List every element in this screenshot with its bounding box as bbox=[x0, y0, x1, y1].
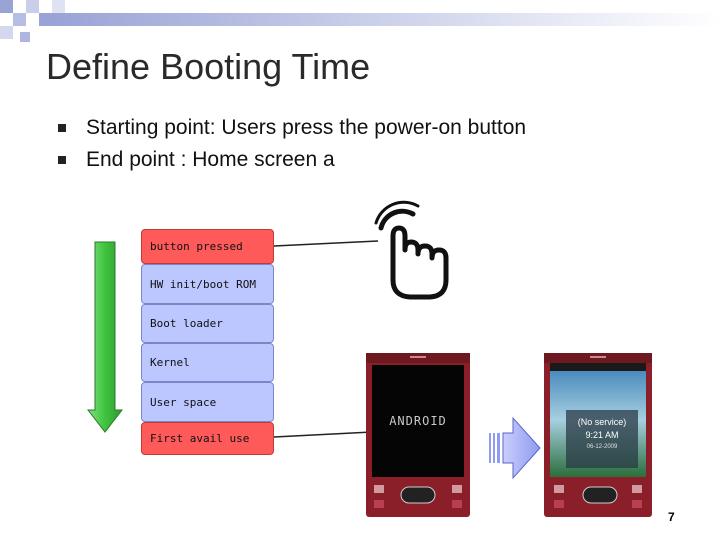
phone-booting-android bbox=[366, 353, 470, 517]
android-logo-text: ANDROID bbox=[389, 414, 447, 428]
bullet-list: Starting point: Users press the power-on… bbox=[58, 112, 526, 176]
phone-clock-text: 9:21 AM bbox=[585, 430, 618, 440]
connector-line-first-use bbox=[273, 431, 373, 438]
page-title: Define Booting Time bbox=[46, 46, 371, 87]
stage-hw-init: HW init/boot ROM bbox=[141, 264, 274, 304]
stage-boot-loader: Boot loader bbox=[141, 304, 274, 343]
stage-button-pressed: button pressed bbox=[141, 229, 274, 264]
bullet-square-icon bbox=[58, 156, 66, 164]
phone-status-text: (No service) bbox=[578, 417, 627, 427]
bullet-square-icon bbox=[58, 124, 66, 132]
hand-pointer-icon bbox=[374, 200, 449, 300]
decorative-header-squares bbox=[0, 0, 720, 42]
timeline-down-arrow bbox=[86, 241, 124, 433]
transition-right-arrow bbox=[489, 416, 541, 480]
stage-user-space: User space bbox=[141, 382, 274, 422]
bullet-item: Starting point: Users press the power-on… bbox=[58, 112, 526, 144]
connector-line-button bbox=[273, 240, 379, 247]
page-number: 7 bbox=[668, 510, 675, 524]
stage-first-avail-use: First avail use bbox=[141, 422, 274, 455]
phone-home-screen bbox=[544, 353, 652, 517]
bullet-item: End point : Home screen a bbox=[58, 144, 526, 176]
phone-date-text: 06-12-2009 bbox=[587, 444, 618, 450]
stage-kernel: Kernel bbox=[141, 343, 274, 382]
